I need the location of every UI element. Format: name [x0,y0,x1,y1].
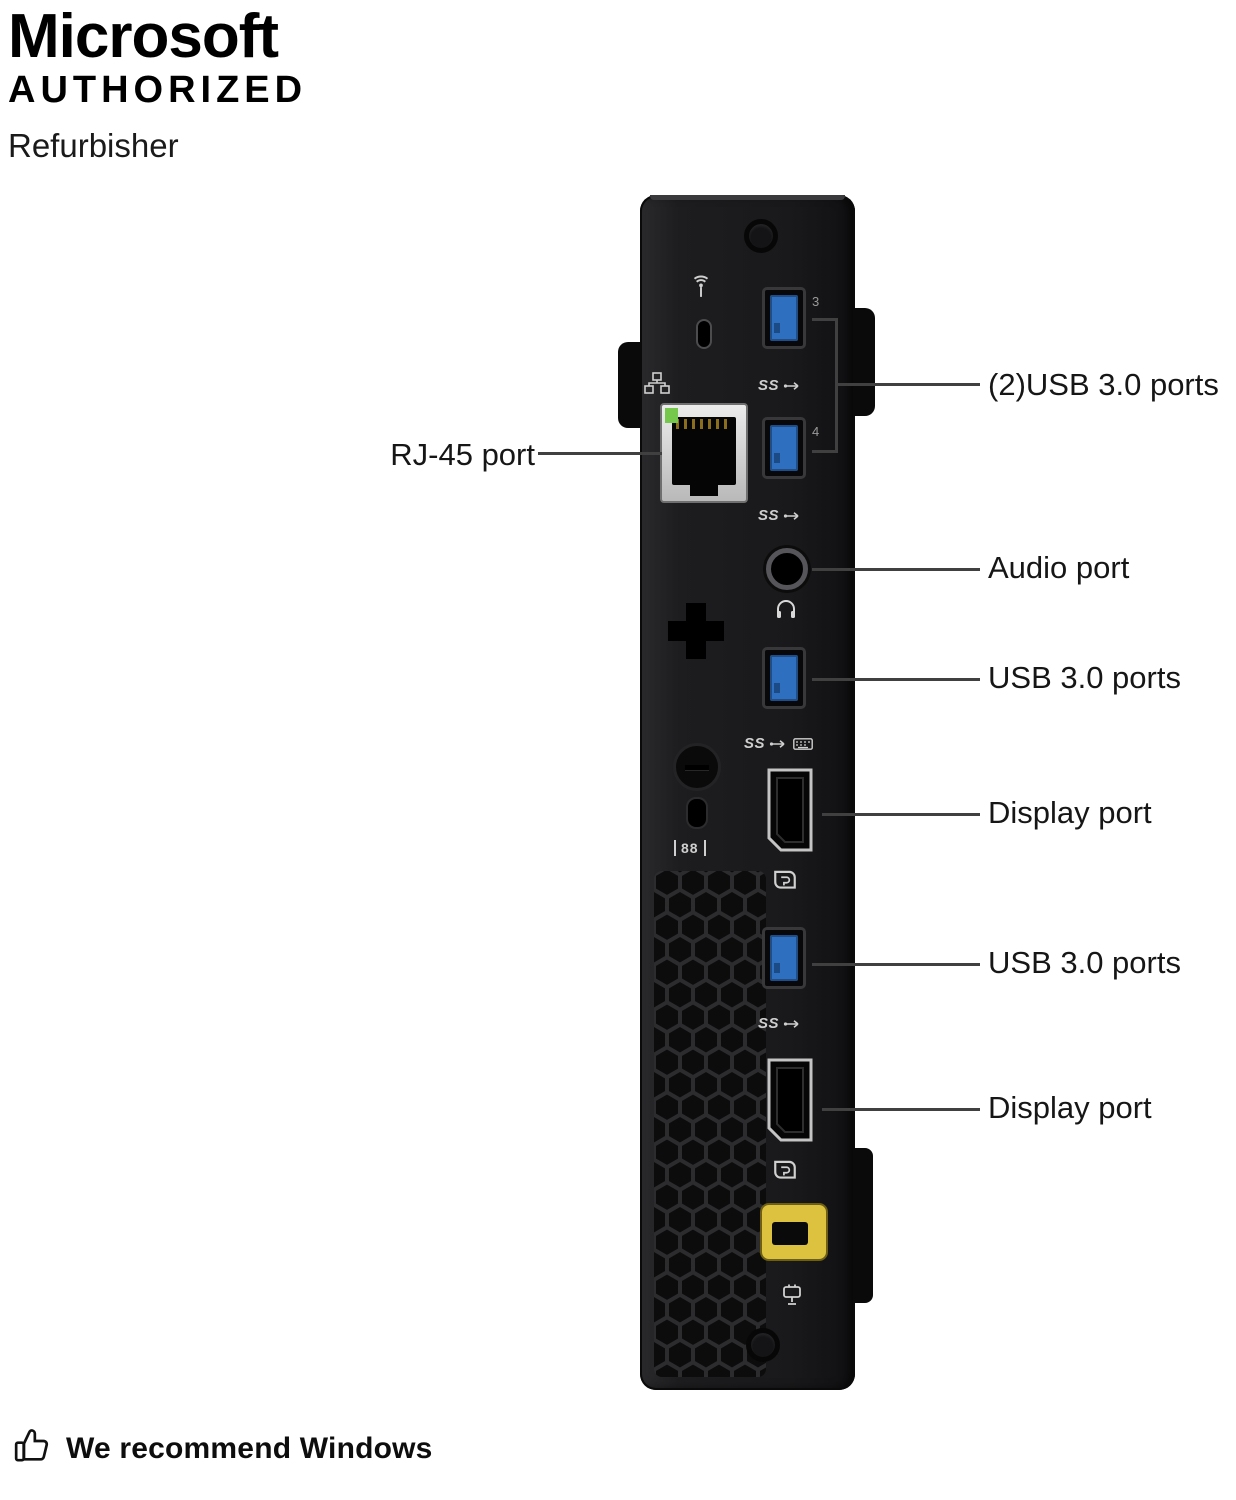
footer-text: We recommend Windows [66,1431,433,1465]
usb-superspeed-icon: SS [758,1015,803,1032]
annotation-line-audio [812,568,980,571]
usb3-port-2 [762,417,806,479]
usb-trident-icon [783,381,799,390]
screw-hole-bottom [746,1328,780,1362]
displayport-icon [772,869,798,896]
usb-port-number-label: 4 [812,424,820,439]
keyboard-icon [793,737,813,750]
annotation-line-dp2 [822,1108,980,1111]
usb-connector-tongue [770,295,798,341]
usb3-port-4 [762,927,806,989]
usb-trident-icon [783,1019,799,1028]
annotation-displayport-2: Display port [988,1090,1152,1125]
annotation-line-usb-mid [812,678,980,681]
usb-connector-tongue [770,425,798,471]
brand-refurbisher: Refurbisher [8,126,179,164]
power-plug-icon [780,1283,804,1312]
headphone-icon [774,597,798,626]
usb-superspeed-icon: SS [758,377,803,394]
io-88-icon: 88 [674,840,706,856]
displayport-1 [764,767,816,858]
annotation-rj45-port: RJ-45 port [390,437,535,472]
usb-trident-icon [783,511,799,520]
rj45-pins [676,419,732,429]
kensington-lock-slot [696,319,712,349]
annotation-bracket-vertical [835,318,838,453]
usb-superspeed-icon: SS [758,507,803,524]
annotation-line-dp1 [822,813,980,816]
thumbs-up-icon [12,1426,52,1471]
annotation-line-usb-low [812,963,980,966]
vent-grille [654,871,766,1382]
wifi-antenna-icon [688,275,714,306]
screw-hole-top [744,219,778,253]
brand-authorized: AUTHORIZED [8,69,308,112]
power-port [760,1203,828,1261]
keyhole-slot [686,797,708,829]
antenna-mount [618,342,642,428]
annotation-bracket-tick-usb2 [812,450,838,453]
annotation-audio-port: Audio port [988,550,1130,585]
microsoft-authorized-refurbisher-logo: Microsoft AUTHORIZED Refurbisher [8,4,307,165]
rj45-led-green [665,408,678,423]
displayport-2 [764,1057,816,1148]
audio-jack [766,548,808,590]
vesa-mount-hole [668,603,724,659]
displayport-icon [772,1159,798,1186]
ethernet-icon [644,371,670,400]
rj45-port [660,403,748,503]
usb3-port-3 [762,647,806,709]
usb-trident-icon [769,739,785,748]
thumbscrew [673,743,721,791]
case-clip-bottom [853,1148,873,1303]
annotation-usb3-pair: (2)USB 3.0 ports [988,367,1219,402]
annotation-usb3-low: USB 3.0 ports [988,945,1181,980]
usb-superspeed-keyboard-icon: SS [744,735,813,752]
brand-microsoft: Microsoft [8,2,279,71]
annotation-displayport-1: Display port [988,795,1152,830]
annotation-line-usb-pair [838,383,980,386]
usb3-port-1 [762,287,806,349]
rj45-clip-notch [690,483,718,496]
usb-connector-tongue [770,655,798,701]
annotation-usb3-mid: USB 3.0 ports [988,660,1181,695]
windows-recommendation: We recommend Windows [12,1426,433,1471]
annotation-bracket-tick-usb1 [812,318,838,321]
usb-connector-tongue [770,935,798,981]
usb-port-number-label: 3 [812,294,820,309]
annotation-line-rj45 [538,452,662,455]
pc-rear-panel: 3 SS 4 SS [640,195,855,1390]
case-clip-top [853,308,875,416]
power-slot [772,1222,808,1245]
